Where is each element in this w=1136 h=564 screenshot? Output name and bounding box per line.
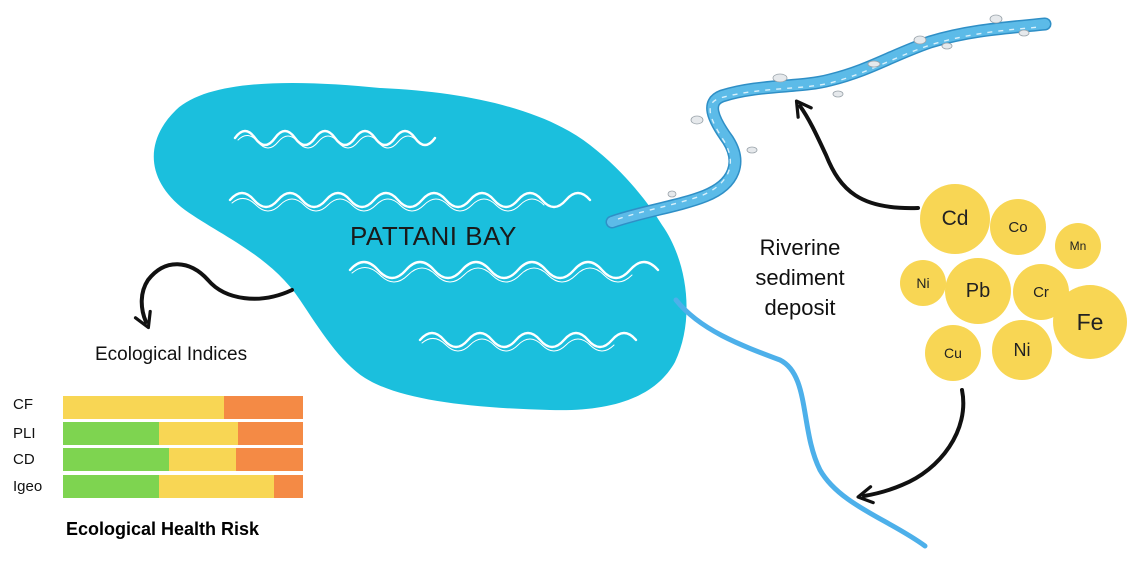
- index-label-pli: PLI: [13, 425, 36, 442]
- risk-segment-yellow: [63, 396, 224, 419]
- metal-bubble-cr: Cr: [1013, 264, 1069, 320]
- outflow-stream: [673, 297, 928, 549]
- arrow-metals-to-stream: [856, 388, 966, 505]
- index-label-igeo: Igeo: [13, 478, 43, 495]
- risk-segment-orange: [238, 422, 303, 445]
- bay-waves: [228, 129, 660, 352]
- risk-segment-green: [63, 422, 159, 445]
- risk-segment-yellow: [159, 475, 275, 498]
- metal-bubble-cu: Cu: [925, 325, 981, 381]
- arrow-bay-to-indices: [133, 262, 294, 330]
- riverine-line-2: sediment: [755, 265, 845, 290]
- risk-segment-yellow: [168, 448, 236, 471]
- risk-segment-orange: [223, 396, 303, 419]
- pattani-bay-shape: [153, 82, 687, 411]
- risk-segment-orange: [235, 448, 303, 471]
- riverine-sediment-label: Riverine sediment deposit: [735, 233, 865, 323]
- metal-bubble-fe: Fe: [1053, 285, 1127, 359]
- metal-bubble-co: Co: [990, 199, 1046, 255]
- ecological-indices-title: Ecological Indices: [95, 344, 248, 365]
- risk-segment-orange: [274, 475, 303, 498]
- risk-segment-yellow: [159, 422, 239, 445]
- risk-segment-green: [63, 475, 159, 498]
- index-bar-cf: [63, 396, 303, 419]
- metal-bubble-ni-right: Ni: [992, 320, 1052, 380]
- river: [605, 14, 1052, 229]
- ecological-health-risk-title: Ecological Health Risk: [66, 519, 260, 539]
- index-label-cf: CF: [13, 396, 33, 413]
- bay-label: PATTANI BAY: [350, 221, 517, 251]
- metal-bubble-pb: Pb: [945, 258, 1011, 324]
- riverine-line-1: Riverine: [759, 235, 841, 260]
- metal-bubble-mn: Mn: [1055, 223, 1101, 269]
- arrow-metals-to-river: [794, 99, 920, 211]
- index-label-cd: CD: [13, 451, 35, 468]
- index-bar-pli: [63, 422, 303, 445]
- index-bar-igeo: [63, 475, 303, 498]
- index-bar-cd: [63, 448, 303, 471]
- riverine-line-3: deposit: [764, 295, 836, 320]
- metal-bubble-ni-left: Ni: [900, 260, 946, 306]
- metal-bubble-cd: Cd: [920, 184, 990, 254]
- risk-segment-green: [63, 448, 169, 471]
